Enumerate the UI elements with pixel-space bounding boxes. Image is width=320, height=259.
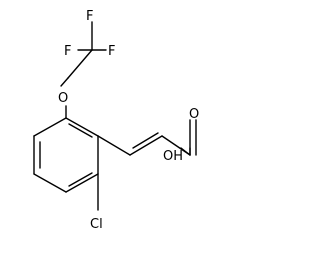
ch2-to-cf3-bond xyxy=(67,49,93,79)
molecule-diagram: F F F O O OH Cl xyxy=(33,9,199,232)
ring-bond xyxy=(65,117,99,137)
vinyl-double-bond xyxy=(129,135,163,156)
fluorine-left-label: F xyxy=(64,44,71,59)
c-oh-bond xyxy=(180,147,191,156)
ring-double-bond xyxy=(68,172,93,187)
fluorine-top-label: F xyxy=(86,9,93,24)
oxygen-to-ch2-bond xyxy=(60,77,69,87)
ring-bond xyxy=(33,117,67,137)
hydroxyl-label: OH xyxy=(163,149,183,164)
ring-double-bond xyxy=(68,123,93,138)
ring-to-vinyl-bond xyxy=(97,135,131,156)
ring-bond xyxy=(65,173,99,193)
acrylic-acid-group xyxy=(97,119,197,156)
vinyl-double-bond-inner xyxy=(132,132,159,149)
carbonyl-oxygen-label: O xyxy=(189,107,199,122)
trifluoroethoxy-group xyxy=(60,21,107,119)
ether-oxygen-label: O xyxy=(58,91,68,106)
fluorine-right-label: F xyxy=(108,44,115,59)
ring-bond xyxy=(33,173,67,193)
chlorine-label: Cl xyxy=(90,217,103,232)
benzene-ring xyxy=(33,117,99,193)
